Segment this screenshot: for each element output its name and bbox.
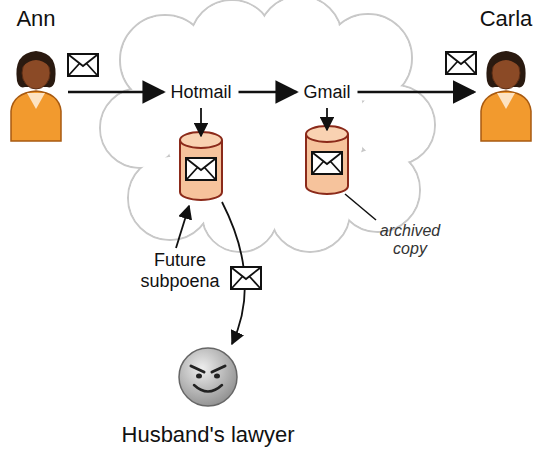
node-label: Gmail — [299, 80, 354, 105]
store-arrow — [326, 108, 328, 130]
store-arrow — [200, 108, 202, 136]
mail-flow-arrow — [239, 91, 297, 94]
face-icon — [177, 346, 239, 408]
database-cylinder — [306, 126, 348, 194]
person-svg — [477, 39, 535, 143]
person-svg — [7, 39, 65, 143]
leader-line — [345, 194, 376, 220]
node-label: Carla — [480, 6, 533, 31]
person-node: Carla — [477, 6, 535, 143]
archive-label: archived copy — [368, 222, 452, 259]
lawyer-face — [179, 348, 237, 406]
node-label: Hotmail — [166, 80, 235, 105]
mail-flow-arrow — [68, 91, 163, 94]
lawyer-node: Husband's lawyer — [122, 346, 295, 447]
envelope-icon — [231, 267, 261, 289]
node-label: Ann — [16, 6, 55, 31]
mail-service: Hotmail — [166, 80, 235, 105]
mail-service: Gmail — [299, 80, 354, 105]
database-cylinder — [180, 132, 222, 200]
envelope-icon — [446, 52, 476, 74]
person-icon — [11, 51, 61, 141]
envelope-icon — [68, 54, 98, 76]
cloud — [100, 0, 435, 252]
person-node: Ann — [7, 6, 65, 143]
mail-flow-arrow — [358, 91, 475, 94]
subpoena-arrow — [176, 206, 189, 248]
person-icon — [481, 51, 531, 141]
subpoena-label: Future subpoena — [130, 250, 230, 291]
node-label: Husband's lawyer — [122, 422, 295, 447]
